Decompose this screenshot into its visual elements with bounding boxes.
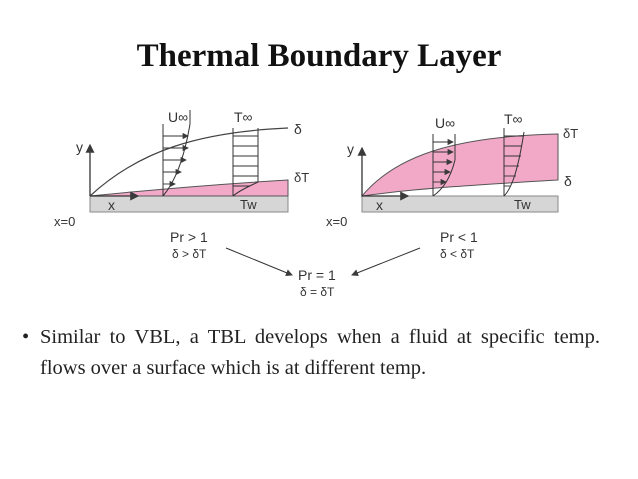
center-case: Pr = 1 δ = δT <box>225 247 421 299</box>
left-y-label: y <box>76 139 83 155</box>
left-to-center-arrow <box>225 247 293 276</box>
left-condition-label: Pr > 1 <box>170 229 208 245</box>
left-velocity-boundary-curve <box>89 127 289 197</box>
right-delta-t-label: δT <box>563 126 578 141</box>
right-origin-label: x=0 <box>326 214 347 229</box>
bullet-marker: • <box>22 326 30 348</box>
bullet-point: • Similar to VBL, a TBL develops when a … <box>22 322 600 384</box>
right-condition-label: Pr < 1 <box>440 229 478 245</box>
left-wall-temp-label: Tw <box>240 197 257 212</box>
center-relation-label: δ = δT <box>300 285 335 299</box>
left-t-infinity-label: T∞ <box>234 109 253 125</box>
thermal-boundary-layer-diagram: y x x=0 U∞ T∞ δ δT Tw Pr > 1 δ > δT <box>54 109 578 299</box>
right-t-infinity-label: T∞ <box>504 111 523 127</box>
right-plate <box>361 195 559 213</box>
left-velocity-profile <box>162 110 191 197</box>
slide-title: Thermal Boundary Layer <box>136 38 502 74</box>
right-panel: y x x=0 U∞ T∞ δT δ Tw Pr < 1 δ < δT <box>326 111 578 261</box>
right-to-center-arrow <box>351 247 421 277</box>
left-panel: y x x=0 U∞ T∞ δ δT Tw Pr > 1 δ > δT <box>54 109 309 261</box>
left-delta-t-label: δT <box>294 170 309 185</box>
center-condition-label: Pr = 1 <box>298 267 336 283</box>
left-plate <box>89 195 289 213</box>
right-velocity-profile <box>432 134 456 197</box>
left-temperature-profile <box>232 128 259 197</box>
left-thermal-layer <box>89 179 289 197</box>
right-y-label: y <box>347 141 354 157</box>
right-x-label: x <box>376 197 383 213</box>
right-temperature-profile <box>503 128 525 197</box>
left-delta-label: δ <box>294 121 302 137</box>
right-u-infinity-label: U∞ <box>435 115 455 131</box>
left-u-infinity-label: U∞ <box>168 109 188 125</box>
right-delta-label: δ <box>564 173 572 189</box>
bullet-text: Similar to VBL, a TBL develops when a fl… <box>40 326 600 379</box>
left-x-label: x <box>108 197 115 213</box>
left-relation-label: δ > δT <box>172 247 207 261</box>
right-thermal-layer <box>360 133 559 197</box>
right-relation-label: δ < δT <box>440 247 475 261</box>
left-origin-label: x=0 <box>54 214 75 229</box>
right-wall-temp-label: Tw <box>514 197 531 212</box>
